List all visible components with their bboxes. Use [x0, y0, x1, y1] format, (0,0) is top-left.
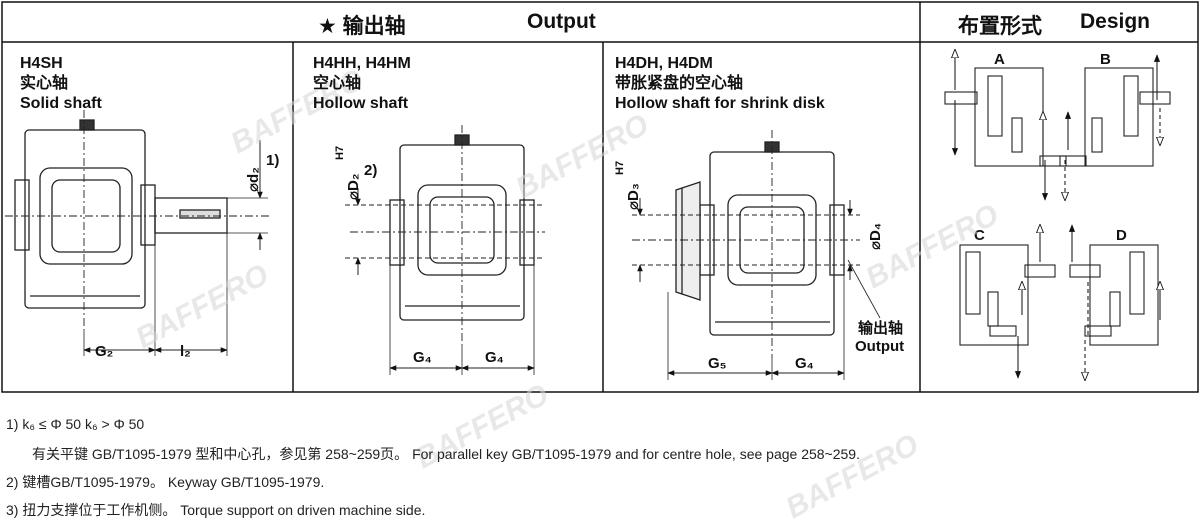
solid-shaft-drawing — [5, 110, 270, 356]
header-output-cn: ★ 输出轴 — [318, 15, 406, 38]
solid-shaft-code: H4SH — [20, 55, 63, 72]
design-label-c: C — [974, 227, 985, 244]
dim-g2: G₂ — [95, 343, 113, 360]
hollow-shaft-name-en: Hollow shaft — [313, 95, 409, 112]
table-frame — [1, 1, 1199, 393]
dim-l2: l₂ — [180, 343, 191, 360]
dim-g4-right: G₄ — [485, 349, 504, 366]
dim-D3: ⌀D₃ — [625, 183, 642, 210]
design-label-a: A — [994, 51, 1005, 68]
dim-D2: ⌀D₂ — [345, 173, 362, 200]
shrink-shaft-name-cn: 带胀紧盘的空心轴 — [615, 75, 744, 92]
shrink-disk-drawing — [632, 130, 881, 380]
header-output-en: Output — [527, 10, 596, 33]
note-ref-2: 2) — [364, 162, 377, 179]
design-label-d: D — [1116, 227, 1127, 244]
dim-g4-left: G₄ — [413, 349, 432, 366]
hollow-shaft-drawing — [345, 125, 545, 375]
note-ref-1: 1) — [266, 152, 279, 169]
footnote-1: 1) k₆ ≤ Φ 50 k₆ > Φ 50 — [6, 416, 145, 432]
design-label-b: B — [1100, 51, 1111, 68]
footnote-3: 3) 扭力支撑位于工作机侧。 Torque support on driven … — [6, 502, 426, 518]
footnote-2: 2) 键槽GB/T1095-1979。 Keyway GB/T1095-1979… — [6, 474, 325, 490]
shrink-shaft-code: H4DH, H4DM — [615, 55, 713, 72]
dim-D2-tolerance: H7 — [334, 146, 346, 160]
dim-d2: ⌀d₂ — [245, 167, 262, 192]
dim-D4: ⌀D₄ — [867, 223, 884, 250]
output-label-cn: 输出轴 — [858, 319, 903, 337]
design-arrangements — [944, 50, 1171, 380]
solid-shaft-name-en: Solid shaft — [20, 95, 102, 112]
hollow-shaft-code: H4HH, H4HM — [313, 55, 411, 72]
hollow-shaft-name-cn: 空心轴 — [313, 75, 362, 92]
dim-D3-tolerance: H7 — [614, 161, 626, 175]
solid-shaft-name-cn: 实心轴 — [20, 75, 69, 92]
dim-g5: G₅ — [708, 355, 727, 372]
shrink-shaft-name-en: Hollow shaft for shrink disk — [615, 95, 825, 112]
output-label-en: Output — [855, 338, 904, 355]
dim-g4-shrink: G₄ — [795, 355, 814, 372]
header-design-en: Design — [1080, 10, 1151, 33]
footnote-1-detail: 有关平键 GB/T1095-1979 型和中心孔，参见第 258~259页。 F… — [32, 446, 860, 462]
header-design-cn: 布置形式 — [958, 15, 1042, 38]
